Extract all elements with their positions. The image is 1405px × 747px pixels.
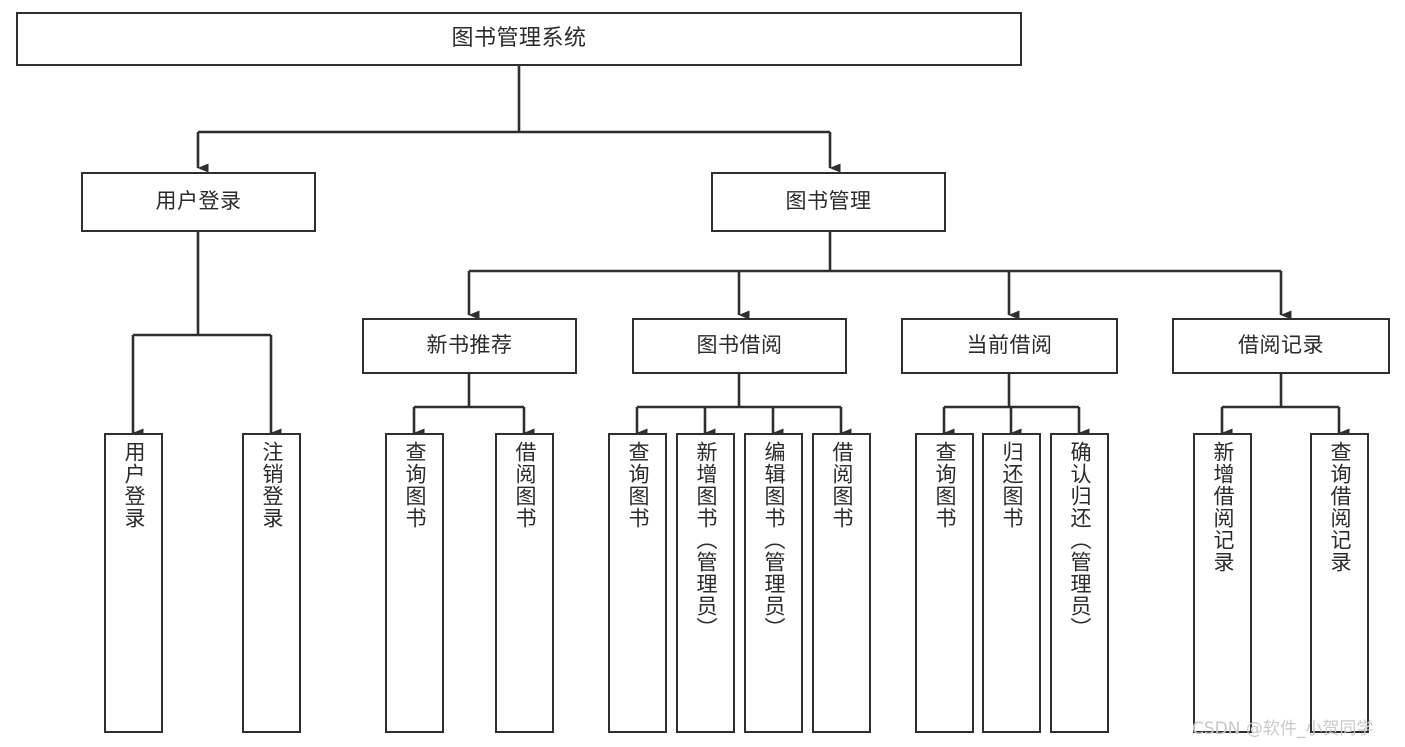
leaf-bookborrow-borrow-book[interactable]: 借阅图书 [812, 433, 871, 733]
leaf-borrowrecord-query-record[interactable]: 查询借阅记录 [1310, 433, 1369, 733]
node-root-system-label: 图书管理系统 [451, 25, 587, 51]
leaf-borrowrecord-add-record[interactable]: 新增借阅记录 [1193, 433, 1252, 733]
leaf-logout-label: 注销登录 [260, 441, 284, 529]
leaf-user-login[interactable]: 用户登录 [104, 433, 163, 733]
node-user-login-label: 用户登录 [155, 189, 242, 214]
node-book-management-label: 图书管理 [785, 189, 872, 214]
leaf-bookborrow-edit-book-label: 编辑图书（管理员） [762, 441, 786, 639]
node-current-borrow[interactable]: 当前借阅 [901, 318, 1118, 374]
leaf-currentborrow-confirm-return-label: 确认归还（管理员） [1068, 441, 1092, 639]
node-user-login[interactable]: 用户登录 [81, 172, 316, 232]
leaf-bookborrow-borrow-book-label: 借阅图书 [830, 441, 854, 529]
node-current-borrow-label: 当前借阅 [966, 333, 1053, 358]
leaf-currentborrow-confirm-return[interactable]: 确认归还（管理员） [1050, 433, 1109, 733]
node-book-management[interactable]: 图书管理 [711, 172, 946, 232]
node-book-borrow-label: 图书借阅 [696, 333, 783, 358]
leaf-newbook-borrow-book[interactable]: 借阅图书 [495, 433, 554, 733]
leaf-currentborrow-query-book-label: 查询图书 [933, 441, 957, 529]
node-borrow-record[interactable]: 借阅记录 [1172, 318, 1390, 374]
leaf-bookborrow-add-book[interactable]: 新增图书（管理员） [676, 433, 735, 733]
leaf-bookborrow-add-book-label: 新增图书（管理员） [694, 441, 718, 639]
leaf-bookborrow-query-book-label: 查询图书 [626, 441, 650, 529]
leaf-bookborrow-query-book[interactable]: 查询图书 [608, 433, 667, 733]
node-new-book-recommend[interactable]: 新书推荐 [362, 318, 577, 374]
leaf-bookborrow-edit-book[interactable]: 编辑图书（管理员） [744, 433, 803, 733]
leaf-borrowrecord-query-record-label: 查询借阅记录 [1328, 441, 1352, 573]
leaf-currentborrow-return-book-label: 归还图书 [1000, 441, 1024, 529]
node-root-system[interactable]: 图书管理系统 [16, 12, 1022, 66]
leaf-borrowrecord-add-record-label: 新增借阅记录 [1211, 441, 1235, 573]
leaf-newbook-query-book-label: 查询图书 [403, 441, 427, 529]
leaf-currentborrow-return-book[interactable]: 归还图书 [982, 433, 1041, 733]
node-book-borrow[interactable]: 图书借阅 [632, 318, 847, 374]
csdn-watermark: CSDN @软件_小贺同学 [1192, 719, 1374, 739]
node-new-book-recommend-label: 新书推荐 [426, 333, 513, 358]
leaf-logout[interactable]: 注销登录 [242, 433, 301, 733]
leaf-user-login-label: 用户登录 [122, 441, 146, 529]
leaf-newbook-borrow-book-label: 借阅图书 [513, 441, 537, 529]
node-borrow-record-label: 借阅记录 [1238, 333, 1324, 358]
leaf-currentborrow-query-book[interactable]: 查询图书 [915, 433, 974, 733]
leaf-newbook-query-book[interactable]: 查询图书 [385, 433, 444, 733]
